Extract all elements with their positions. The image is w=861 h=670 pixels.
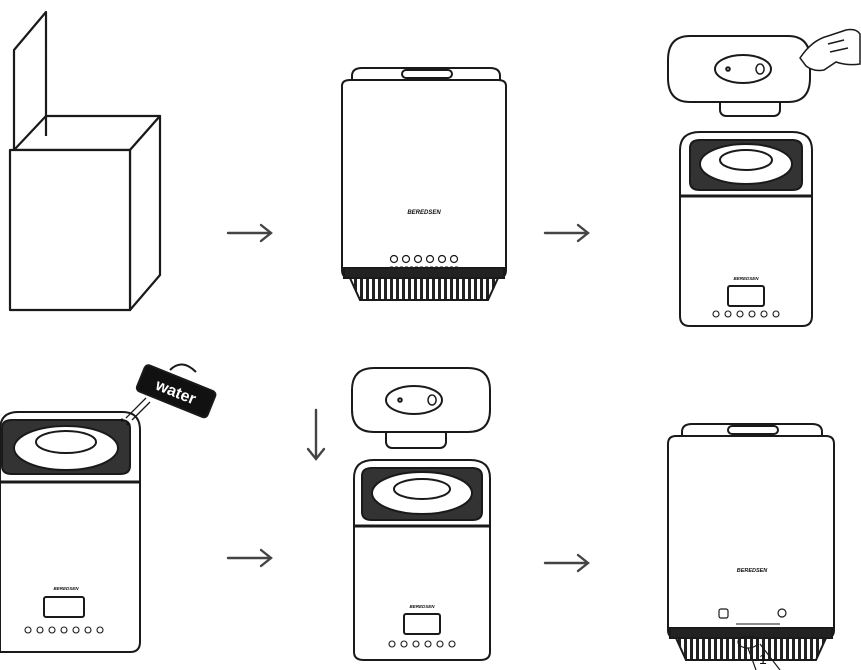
step-replace-top-cover: BEREDSEN xyxy=(351,367,491,661)
brand-logo: BEREDSEN xyxy=(737,568,769,574)
callout-pointer xyxy=(737,635,781,670)
brand-logo: BEREDSEN xyxy=(409,604,435,609)
callout-number: 1 xyxy=(759,651,767,667)
top-cover xyxy=(351,367,491,449)
step-unit-ready: BEREDSEN 1 xyxy=(667,423,835,670)
arrow-right-icon xyxy=(543,553,590,573)
top-cover xyxy=(667,35,811,117)
control-panel xyxy=(389,254,459,268)
step-lift-top-cover: BEREDSEN xyxy=(667,28,861,327)
arrow-down-icon xyxy=(306,408,326,461)
arrow-right-icon xyxy=(226,548,273,568)
step-unbox xyxy=(8,10,162,312)
arrow-right-icon xyxy=(543,223,590,243)
step-fill-water: BEREDSEN water xyxy=(0,363,217,653)
hand-icon xyxy=(799,28,861,72)
brand-logo: BEREDSEN xyxy=(53,586,79,591)
brand-logo: BEREDSEN xyxy=(407,210,441,216)
step-unit-closed: BEREDSEN xyxy=(341,67,507,301)
box-illustration xyxy=(8,10,162,312)
arrow-right-icon xyxy=(226,223,273,243)
brand-logo: BEREDSEN xyxy=(733,276,759,281)
water-pitcher-icon: water xyxy=(120,363,217,426)
